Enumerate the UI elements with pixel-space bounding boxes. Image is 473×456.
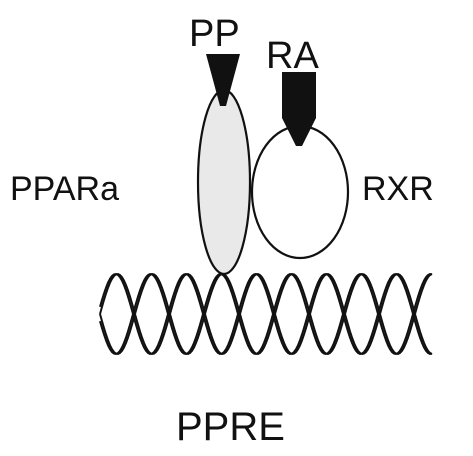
dna-double-helix xyxy=(100,274,432,354)
receptor-left-label: PPARa xyxy=(10,170,119,208)
receptor-left-oval xyxy=(198,90,250,274)
response-element-label: PPRE xyxy=(176,405,285,449)
ligand-right-label: RA xyxy=(266,35,319,77)
receptor-right-label: RXR xyxy=(362,170,434,208)
ligand-left-label: PP xyxy=(189,13,240,55)
